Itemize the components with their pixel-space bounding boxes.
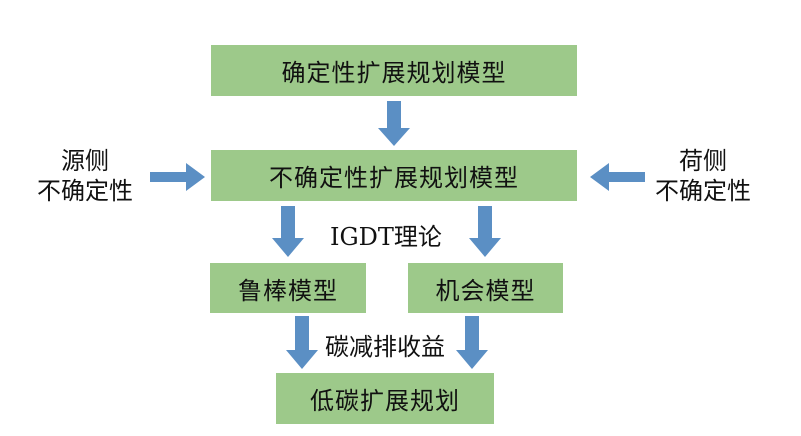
- arrow-down-opportunity-to-lowcarbon: [456, 316, 488, 369]
- low-carbon-planning-box: 低碳扩展规划: [276, 373, 494, 424]
- arrow-left-load: [590, 163, 645, 191]
- source-side-line2: 不确定性: [37, 177, 133, 205]
- arrow-down-opportunity: [469, 206, 501, 257]
- deterministic-model-box: 确定性扩展规划模型: [211, 45, 577, 96]
- robust-model-box: 鲁棒模型: [210, 263, 366, 313]
- arrow-down-robust: [272, 206, 304, 257]
- opportunity-model-box: 机会模型: [408, 263, 563, 313]
- source-side-uncertainty: 源侧 不确定性: [30, 146, 140, 206]
- carbon-reduction-label: 碳减排收益: [325, 333, 445, 361]
- uncertain-model-box: 不确定性扩展规划模型: [211, 150, 577, 201]
- load-side-uncertainty: 荷侧 不确定性: [648, 146, 758, 206]
- arrow-right-source: [150, 163, 205, 191]
- igdt-theory-label: IGDT理论: [330, 223, 442, 251]
- source-side-line1: 源侧: [61, 147, 109, 175]
- load-side-line1: 荷侧: [679, 147, 727, 175]
- arrow-down-robust-to-lowcarbon: [286, 316, 318, 369]
- load-side-line2: 不确定性: [655, 177, 751, 205]
- arrow-down-top: [378, 101, 410, 146]
